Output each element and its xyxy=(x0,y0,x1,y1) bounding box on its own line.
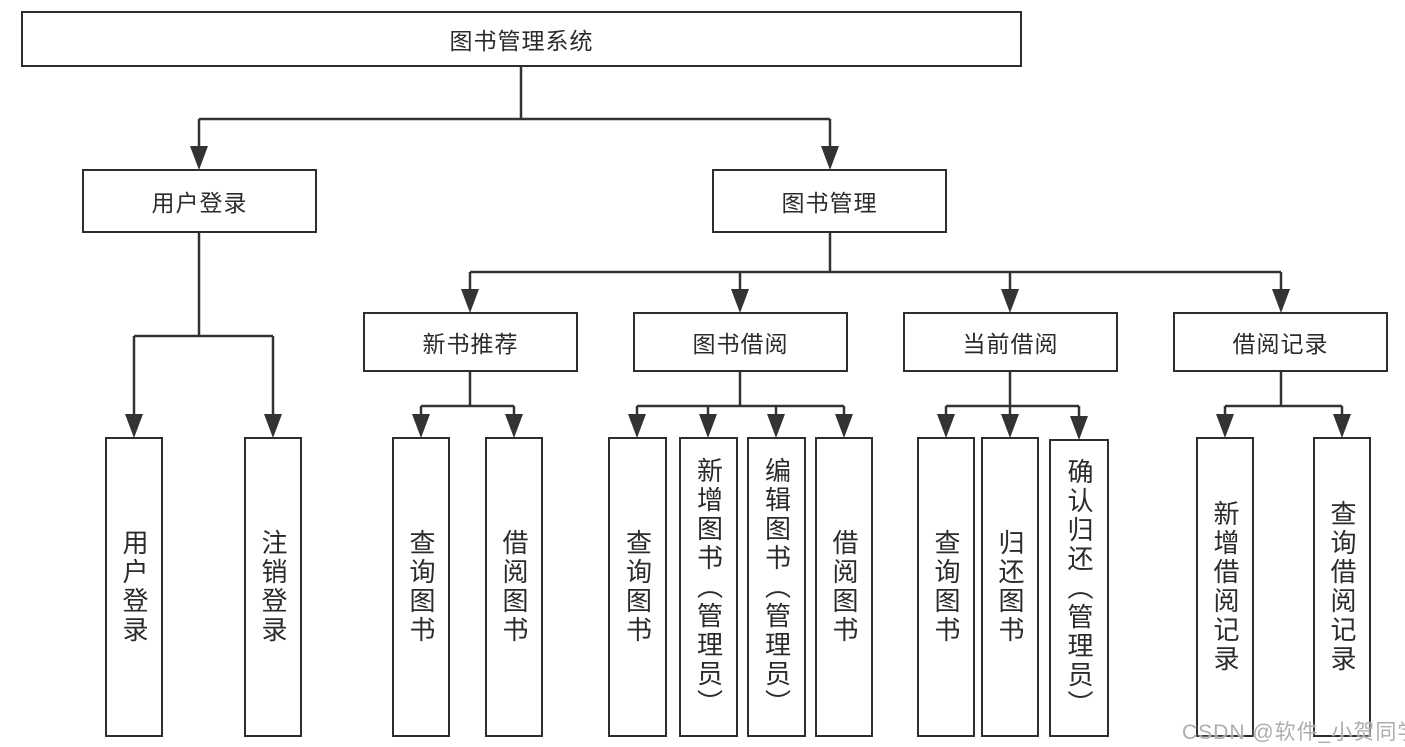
arrowhead-icon xyxy=(264,414,282,438)
arrowhead-icon xyxy=(821,146,839,170)
arrowhead-icon xyxy=(699,414,717,438)
arrowhead-icon xyxy=(835,414,853,438)
arrowhead-icon xyxy=(1333,414,1351,438)
leaf-return-book: 归还图书 xyxy=(981,437,1039,737)
arrowhead-icon xyxy=(767,414,785,438)
arrowhead-icon xyxy=(1001,289,1019,313)
leaf-query-borrow-record: 查询借阅记录 xyxy=(1313,437,1371,737)
arrowhead-icon xyxy=(937,414,955,438)
arrowhead-icon xyxy=(1272,289,1290,313)
arrowhead-icon xyxy=(505,414,523,438)
arrowhead-icon xyxy=(190,146,208,170)
node-new-book-recommend: 新书推荐 xyxy=(363,312,578,372)
leaf-add-book-admin: 新增图书（管理员） xyxy=(679,437,738,737)
leaf-logout: 注销登录 xyxy=(244,437,302,737)
leaf-query-book-borrowing: 查询图书 xyxy=(608,437,667,737)
node-current-borrowing: 当前借阅 xyxy=(903,312,1118,372)
leaf-borrow-book: 借阅图书 xyxy=(815,437,873,737)
arrowhead-icon xyxy=(1001,414,1019,438)
node-book-management: 图书管理 xyxy=(712,169,947,233)
arrowhead-icon xyxy=(628,414,646,438)
arrowhead-icon xyxy=(731,289,749,313)
leaf-user-login: 用户登录 xyxy=(105,437,163,737)
arrowhead-icon xyxy=(125,414,143,438)
csdn-watermark: CSDN @软件_小贺同学 xyxy=(1182,721,1405,744)
arrowhead-icon xyxy=(1216,414,1234,438)
node-user-login: 用户登录 xyxy=(82,169,317,233)
leaf-borrow-book-recommend: 借阅图书 xyxy=(485,437,543,737)
arrowhead-icon xyxy=(461,289,479,313)
node-root: 图书管理系统 xyxy=(21,11,1022,67)
arrowhead-icon xyxy=(1070,416,1088,440)
node-book-borrowing: 图书借阅 xyxy=(633,312,848,372)
leaf-edit-book-admin: 编辑图书（管理员） xyxy=(747,437,806,737)
node-borrowing-records: 借阅记录 xyxy=(1173,312,1388,372)
leaf-query-book-recommend: 查询图书 xyxy=(392,437,450,737)
arrowhead-icon xyxy=(412,414,430,438)
leaf-confirm-return-admin: 确认归还（管理员） xyxy=(1049,439,1109,737)
leaf-add-borrow-record: 新增借阅记录 xyxy=(1196,437,1254,737)
leaf-query-book-current: 查询图书 xyxy=(917,437,975,737)
